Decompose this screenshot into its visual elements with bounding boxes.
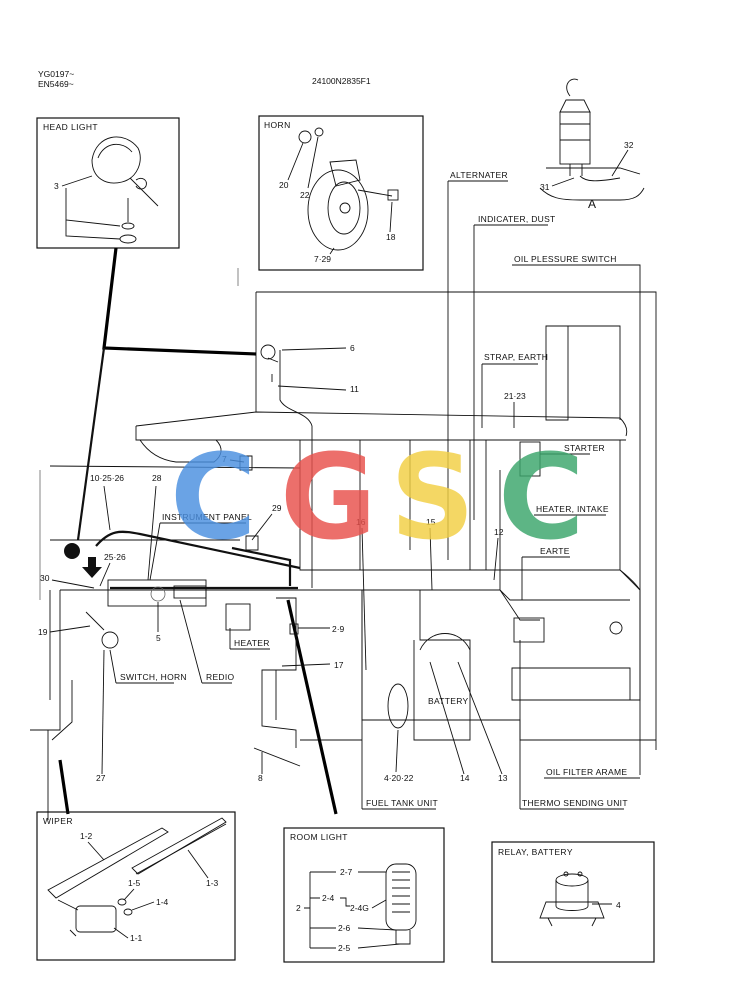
room-light-box: ROOM LIGHT 2 2-7 2-4 2-4G 2-6 2-5 (283, 827, 445, 963)
starter-icon (519, 441, 541, 477)
watermark-letter-3: S (390, 428, 475, 566)
callout-1-1: 1-1 (130, 933, 143, 943)
callout-13: 13 (498, 773, 508, 783)
fuel-unit-icon (387, 683, 409, 729)
callout-8: 8 (258, 773, 263, 783)
callout-2-9: 2·9 (332, 624, 345, 634)
callout-4: 4 (616, 900, 621, 910)
part-code: 24100N2835F1 (312, 76, 371, 86)
thermo-sender-icon (609, 621, 623, 635)
harness-lamp-icon (64, 543, 80, 559)
callout-15: 15 (426, 517, 436, 527)
callout-27: 27 (96, 773, 106, 783)
room-lamp-icon (385, 863, 417, 945)
label-earte: EARTE (540, 546, 570, 556)
callout-21-23: 21·23 (504, 391, 526, 401)
label-heater-intake: HEATER, INTAKE (536, 504, 609, 514)
gauge-5-icon (150, 586, 166, 602)
callout-1-4: 1-4 (156, 897, 169, 907)
instrument-panel-body (107, 579, 207, 607)
horn-icon (298, 127, 399, 251)
wiper-title: WIPER (43, 816, 73, 826)
callout-2-5: 2-5 (338, 943, 351, 953)
head-light-title: HEAD LIGHT (43, 122, 98, 132)
label-strap-earth: STRAP, EARTH (484, 352, 548, 362)
heater-icon (225, 603, 251, 631)
label-thermo-sending-unit: THERMO SENDING UNIT (522, 798, 628, 808)
callout-31: 31 (540, 182, 550, 192)
callout-2-4g: 2-4G (350, 903, 369, 913)
callout-5: 5 (156, 633, 161, 643)
callout-12: 12 (494, 527, 504, 537)
label-oil-filter-arame: OIL FILTER ARAME (546, 767, 627, 777)
label-instrument-panel: INSTRUMENT PANEL (162, 512, 252, 522)
callout-29: 29 (272, 503, 282, 513)
view-a-arrow-label: A (88, 562, 96, 574)
callout-7: 7 (222, 454, 227, 464)
callout-22: 22 (300, 190, 310, 200)
head-light-lamp-icon (91, 136, 159, 244)
room-light-title: ROOM LIGHT (290, 832, 348, 842)
callout-28: 28 (152, 473, 162, 483)
horn-switch-icon (101, 631, 119, 649)
callout-4-20-22: 4·20·22 (384, 773, 414, 783)
head-light-box: HEAD LIGHT 3 (36, 117, 180, 249)
callout-17: 17 (334, 660, 344, 670)
callout-32: 32 (624, 140, 634, 150)
label-alternater: ALTERNATER (450, 170, 508, 180)
callout-25-26: 25·26 (104, 552, 126, 562)
callout-2-6: 2-6 (338, 923, 351, 933)
callout-2-4: 2-4 (322, 893, 335, 903)
callout-2-7: 2-7 (340, 867, 353, 877)
callout-1-3: 1-3 (206, 878, 219, 888)
relay-battery-icon (539, 871, 605, 927)
callout-6: 6 (350, 343, 355, 353)
label-redio: REDIO (206, 672, 235, 682)
horn-box: HORN 20 22 18 7·29 (258, 115, 424, 271)
watermark: C G S C (170, 428, 585, 566)
callout-16: 16 (356, 517, 366, 527)
view-a-detail: 32 31 A (539, 78, 645, 211)
callout-1-2: 1-2 (80, 831, 93, 841)
callout-18: 18 (386, 232, 396, 242)
label-oil-pressure-switch: OIL PLESSURE SWITCH (514, 254, 617, 264)
label-starter: STARTER (564, 443, 605, 453)
horn-title: HORN (264, 120, 291, 130)
callout-11: 11 (350, 384, 359, 394)
watermark-letter-4: C (498, 428, 585, 566)
view-a-arrow-icon (82, 557, 102, 578)
label-switch-horn: SWITCH, HORN (120, 672, 187, 682)
callout-19: 19 (38, 627, 48, 637)
label-indicater-dust: INDICATER, DUST (478, 214, 556, 224)
callout-30: 30 (40, 573, 50, 583)
callout-10-25-26: 10·25·26 (90, 473, 124, 483)
relay-battery-title: RELAY, BATTERY (498, 847, 573, 857)
label-fuel-tank-unit: FUEL TANK UNIT (366, 798, 438, 808)
machine-body (30, 268, 657, 820)
label-heater: HEATER (234, 638, 270, 648)
main-harness (51, 247, 623, 815)
watermark-letter-2: G (280, 428, 377, 566)
serial-number-1: YG0197~ (38, 69, 74, 79)
serial-number-2: EN5469~ (38, 79, 74, 89)
lamp-6-icon (260, 344, 276, 360)
callout-7-29: 7·29 (314, 254, 331, 264)
relay-icon (513, 617, 545, 643)
watermark-letter-1: C (170, 428, 257, 566)
relay-battery-box: RELAY, BATTERY 4 (491, 841, 655, 963)
callout-2: 2 (296, 903, 301, 913)
callout-3: 3 (54, 181, 59, 191)
label-battery: BATTERY (428, 696, 469, 706)
callout-14: 14 (460, 773, 470, 783)
wiper-box: WIPER 1-2 1-5 1-4 1-3 1-1 (36, 811, 236, 961)
wiper-arm-icon (47, 817, 227, 937)
radio-icon (173, 585, 207, 599)
view-a-label: A (588, 197, 596, 211)
callout-1-5: 1-5 (128, 878, 141, 888)
callout-20: 20 (279, 180, 289, 190)
